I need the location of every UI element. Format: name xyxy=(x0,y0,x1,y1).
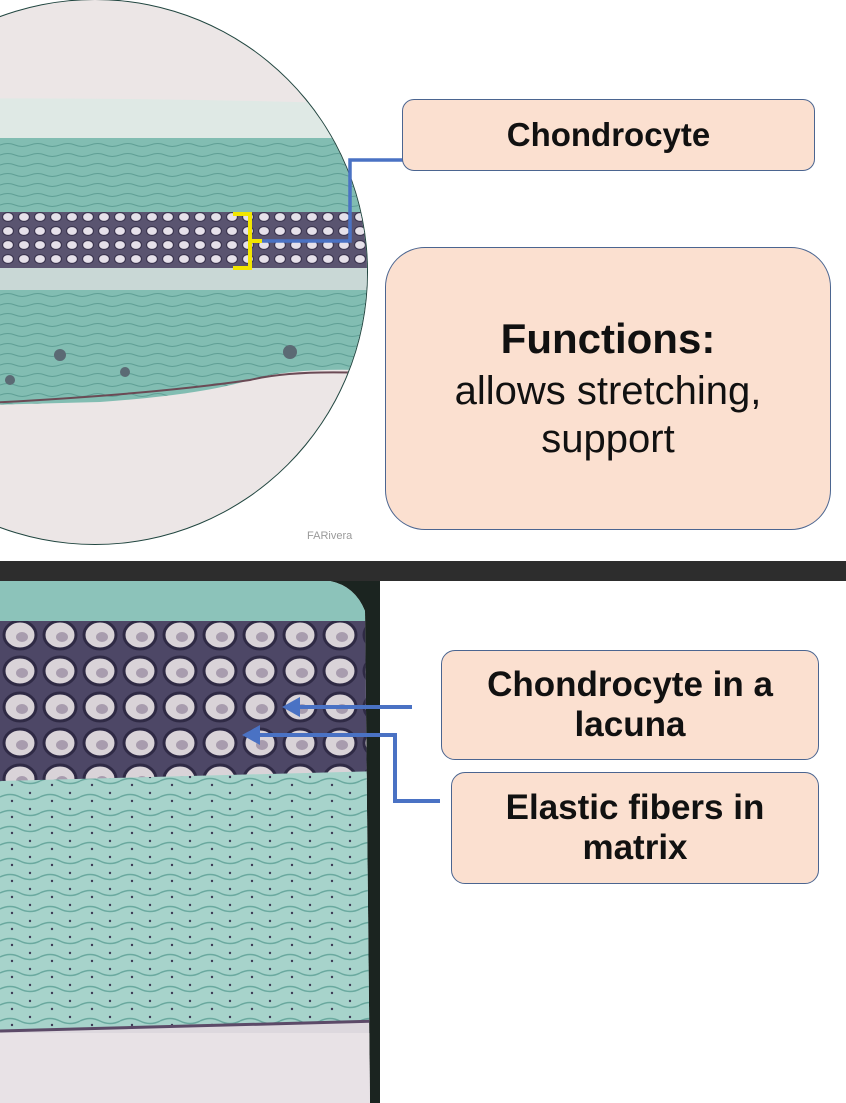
bottom-slide: Chondrocyte in a lacuna Elastic fibers i… xyxy=(0,581,846,1103)
micrograph-bottom xyxy=(0,581,440,1103)
watermark: FARivera xyxy=(307,530,353,542)
lacuna-label: Chondrocyte in a lacuna xyxy=(441,650,819,760)
elastic-fibers-label: Elastic fibers in matrix xyxy=(451,772,819,884)
chondrocyte-label-text: Chondrocyte xyxy=(506,116,711,153)
top-slide: Chondrocyte Functions: allows stretching… xyxy=(0,0,831,545)
elastic-fibers-label-text: Elastic fibers in matrix xyxy=(505,787,765,867)
functions-box: Functions: allows stretching, support xyxy=(385,247,831,530)
chondrocyte-label: Chondrocyte xyxy=(402,99,815,171)
pointer-arrow-fibers xyxy=(258,733,440,803)
micrograph-top xyxy=(0,0,420,545)
bracket-marker xyxy=(233,212,262,270)
pointer-line-chondrocyte xyxy=(262,158,420,243)
functions-title: Functions: xyxy=(500,315,716,363)
functions-text: allows stretching, support xyxy=(454,368,762,461)
lacuna-label-text: Chondrocyte in a lacuna xyxy=(487,664,773,744)
slide-divider xyxy=(0,561,846,581)
